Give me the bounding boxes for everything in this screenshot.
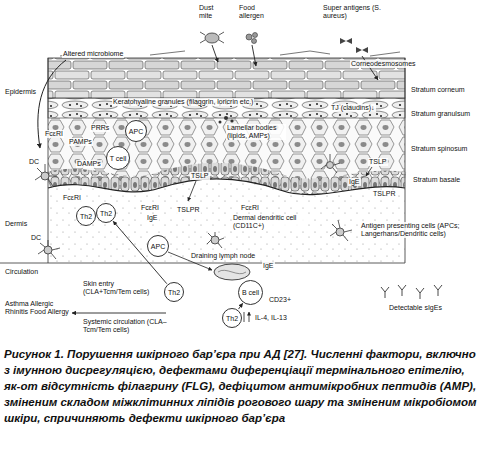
cell-name: T cell [110,155,127,162]
annotation-label: Stratum basale [412,176,461,184]
annotation-label: Altered microbiome [62,50,124,58]
annotation-label: DAMPs [76,160,102,168]
annotation-label: IgE [146,214,159,222]
annotation-label: IgE [348,178,361,186]
annotation-label: TSLP [190,172,210,180]
annotation-label: Lamellar bodies (lipids, AMPs) [226,124,286,140]
annotation-label: Epidermis [4,88,37,96]
annotation-label: Skin entry (CLA+Tcm/Tem cells) [82,280,158,296]
annotation-label: FcεRI [140,204,160,212]
migration-arrow [239,303,243,309]
cell-name: Th2 [80,213,92,220]
cell-circle: Th2 [76,206,96,226]
annotation-label: Keratohyaline granules (filaggrin, loric… [112,98,254,106]
annotation-label: FcεRI [44,130,64,138]
annotation-label: Corneodesmosomes [350,60,417,68]
annotation-label: Stratum corneum [410,86,466,94]
cell-name: Th2 [168,289,180,296]
annotation-label: Draining lymph node [190,252,256,260]
annotation-label: Systemic circulation (CLA–Tcm/Tem cells) [82,318,180,334]
annotation-label: Dermis [4,220,28,228]
annotation-label: Food allergen [238,4,274,20]
cell-circle: B cell [238,280,263,305]
cell-circle: APC [147,235,169,257]
annotation-label: Super antigens (S. aureus) [322,4,386,20]
annotation-label: TSLP [368,158,388,166]
figure-caption: Рисунок 1. Порушення шкірного бар’єра пр… [4,346,482,426]
annotation-label: TSLPR [372,190,397,198]
cell-circle: Th2 [222,308,242,328]
annotation-label: IL-4, IL-13 [254,314,288,322]
annotation-label: PRRs [90,124,110,132]
annotation-label: Detectable sIgEs [388,304,443,312]
annotation-label: Stratum granulsum [410,110,471,118]
annotation-label: TJ (claudins)↓ [330,104,376,112]
annotation-label: CD23+ [268,296,292,304]
annotation-label: Asthma Allergic Rhinitis Food Allergy [4,300,70,316]
annotation-label: DC [30,234,42,242]
annotation-label: PAMPs [68,138,93,146]
annotation-label: TSLPR [176,206,201,214]
annotation-label: IgE [262,262,275,270]
annotation-label: FcεRI [240,204,260,212]
cell-circle: T cell [106,146,130,170]
cell-circle: Th2 [164,282,184,302]
annotation-label: FcεRI [62,194,82,202]
cell-name: Th2 [226,315,238,322]
cell-name: Th2 [100,210,112,217]
cell-name: APC [151,243,165,250]
cell-name: B cell [242,289,259,296]
cell-name: APC [129,128,143,135]
cell-circle: APC [125,120,147,142]
annotation-label: Stratum spinosum [410,145,468,153]
annotation-label: Antigen presenting cells (APCs; Langerha… [360,222,484,238]
cell-circle: Th2 [96,203,116,223]
annotation-label: DC [28,158,40,166]
annotation-label: Dust mite [198,4,226,20]
annotation-label: Circulation [4,268,39,276]
annotation-label: Dermal dendritic cell (CD11C+) [232,214,306,230]
